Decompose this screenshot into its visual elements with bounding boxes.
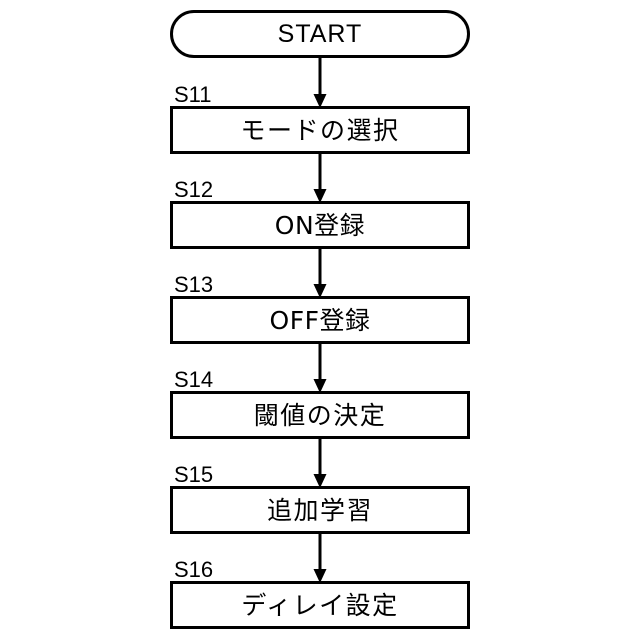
connector-s11-to-s12 [306,152,334,205]
node-s16-label: ディレイ設定 [241,590,399,620]
connector-s15-to-s16 [306,532,334,585]
node-s15-label: 追加学習 [266,495,373,525]
step-tag-s13: S13 [174,272,214,297]
node-s11: モードの選択 [170,106,470,154]
node-s13: OFF登録 [170,296,470,344]
connector-start-to-s11 [306,56,334,110]
node-s11-label: モードの選択 [240,115,400,145]
connector-s14-to-s15 [306,437,334,490]
node-s14: 閾値の決定 [170,391,470,439]
connector-s12-to-s13 [306,247,334,300]
node-start-label: START [277,19,363,48]
step-tag-s15: S15 [174,462,214,487]
node-start: START [170,10,470,58]
node-s15: 追加学習 [170,486,470,534]
node-s14-label: 閾値の決定 [253,400,387,430]
step-tag-s11: S11 [174,82,212,107]
step-tag-s12: S12 [174,177,214,202]
node-s13-label: OFF登録 [269,305,371,335]
connector-s13-to-s14 [306,342,334,395]
step-tag-s14: S14 [174,367,214,392]
node-s16: ディレイ設定 [170,581,470,629]
node-s12: ON登録 [170,201,470,249]
node-s12-label: ON登録 [274,210,366,240]
step-tag-s16: S16 [174,557,214,582]
